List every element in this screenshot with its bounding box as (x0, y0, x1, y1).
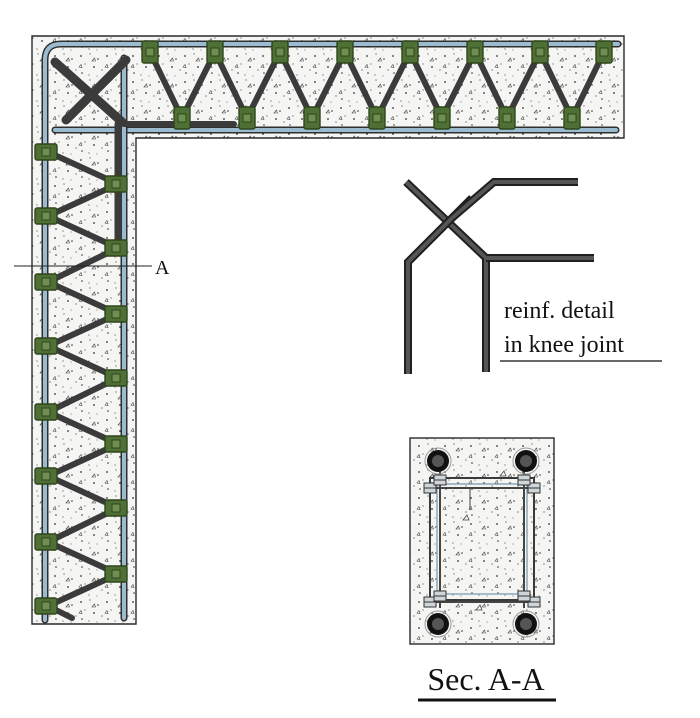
coupler (271, 40, 289, 64)
coupler (104, 499, 128, 517)
section-cut-line: A (14, 257, 170, 279)
coupler (466, 40, 484, 64)
section-caption: Sec. A-A (427, 661, 544, 697)
detail-label-line2: in knee joint (504, 332, 624, 358)
coupler (531, 40, 549, 64)
coupler (433, 106, 451, 130)
coupler (34, 403, 58, 421)
coupler (34, 337, 58, 355)
coupler (401, 40, 419, 64)
coupler (34, 467, 58, 485)
longitudinal-bars (41, 40, 622, 624)
coupler (34, 533, 58, 551)
coupler (595, 40, 613, 64)
coupler (368, 106, 386, 130)
section-coupler (433, 590, 447, 602)
section-coupler (433, 474, 447, 486)
knee-joint-detail (403, 178, 594, 374)
coupler (34, 273, 58, 291)
coupler (336, 40, 354, 64)
section-coupler (423, 482, 437, 494)
coupler (104, 435, 128, 453)
column-lacing-bars (34, 143, 128, 621)
beam-lacing-bars (141, 40, 613, 130)
section-a-a (409, 437, 555, 645)
coupler (173, 106, 191, 130)
section-coupler (517, 474, 531, 486)
coupler (34, 597, 58, 615)
coupler (141, 40, 159, 64)
coupler (303, 106, 321, 130)
section-coupler (527, 482, 541, 494)
coupler (498, 106, 516, 130)
section-coupler (423, 596, 437, 608)
coupler (563, 106, 581, 130)
section-main-bars (424, 447, 540, 638)
coupler (34, 143, 58, 161)
detail-label-line1: reinf. detail (504, 298, 615, 324)
coupler (104, 175, 128, 193)
coupler (104, 565, 128, 583)
coupler (104, 369, 128, 387)
coupler (206, 40, 224, 64)
section-coupler (517, 590, 531, 602)
coupler (238, 106, 256, 130)
section-marker-label: A (155, 257, 170, 279)
coupler (34, 207, 58, 225)
section-coupler (527, 596, 541, 608)
coupler (104, 239, 128, 257)
coupler (104, 305, 128, 323)
